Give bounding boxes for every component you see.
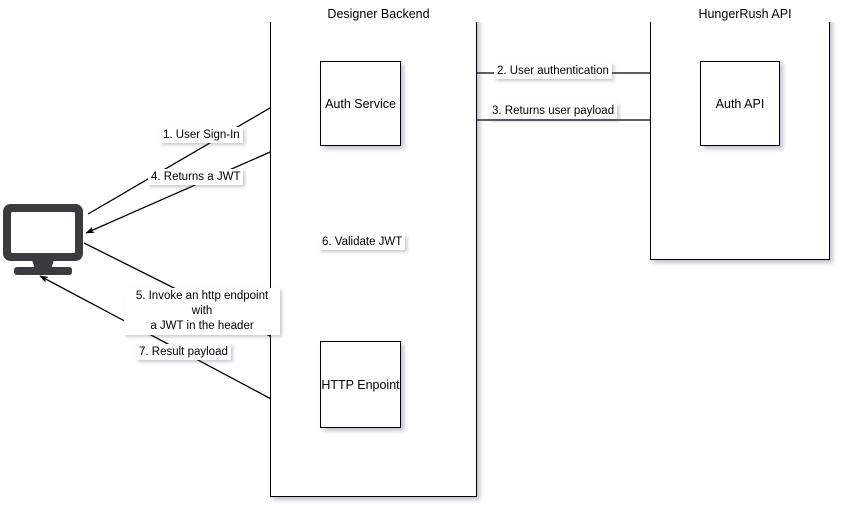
group-designer-backend-title: Designer Backend — [270, 7, 487, 22]
monitor-icon — [3, 204, 83, 275]
group-hungerrush-api-title: HungerRush API — [650, 7, 840, 22]
node-auth-api-label: Auth API — [715, 96, 765, 111]
node-auth-service-label: Auth Service — [325, 96, 396, 111]
edge-7-label: 7. Result payload — [136, 344, 231, 360]
edge-4-label: 4. Returns a JWT — [148, 169, 244, 185]
edge-5-label-line2: a JWT in the header — [150, 320, 254, 332]
node-http-endpoint-label: HTTP Enpoint — [321, 377, 400, 392]
node-auth-service[interactable]: Auth Service — [320, 61, 401, 146]
node-user-workstation[interactable] — [2, 203, 84, 279]
edge-5-label-line1: 5. Invoke an http endpoint with — [135, 290, 269, 317]
edge-6-label: 6. Validate JWT — [319, 234, 406, 250]
edge-2-label: 2. User authentication — [494, 63, 612, 79]
node-http-endpoint[interactable]: HTTP Enpoint — [320, 341, 401, 428]
node-auth-api[interactable]: Auth API — [700, 61, 780, 146]
edge-1-label: 1. User Sign-In — [160, 127, 243, 143]
edge-3-label: 3. Returns user payload — [489, 103, 618, 119]
edge-5-label: 5. Invoke an http endpoint with a JWT in… — [124, 288, 280, 335]
